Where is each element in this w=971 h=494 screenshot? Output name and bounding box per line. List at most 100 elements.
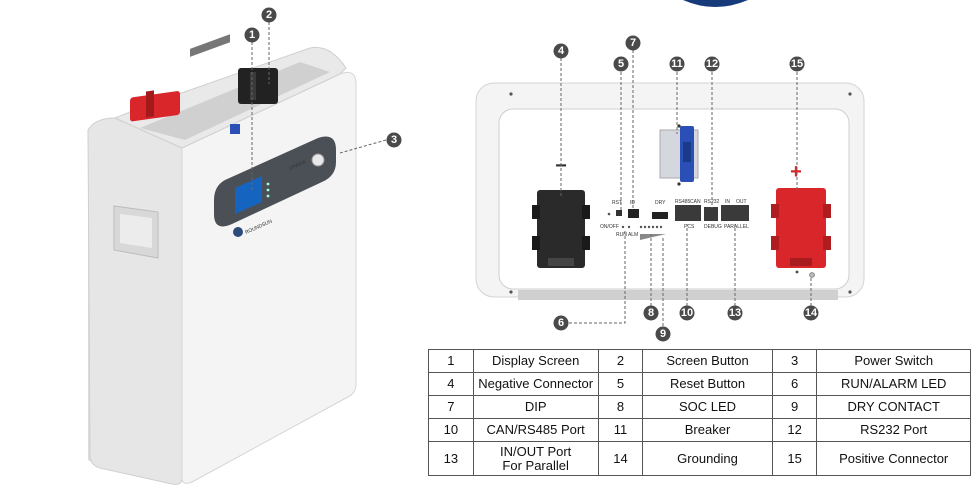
item-number: 12	[771, 418, 818, 442]
battery-side-panel	[87, 117, 183, 485]
grounding-point	[809, 272, 815, 278]
item-number: 11	[597, 418, 644, 442]
svg-text:15: 15	[791, 58, 803, 70]
item-number: 13	[428, 441, 474, 476]
callout-10: 10	[679, 305, 695, 321]
item-label: Grounding	[642, 441, 773, 476]
svg-text:12: 12	[706, 58, 718, 70]
item-label: Display Screen	[472, 349, 599, 373]
callout-12: 12	[704, 56, 720, 72]
component-legend-table: 1 Display Screen 2 Screen Button 3 Power…	[428, 349, 971, 476]
item-number: 2	[597, 349, 644, 373]
power-switch-button[interactable]	[311, 153, 325, 167]
callout-8: 8	[643, 305, 659, 321]
item-number: 10	[428, 418, 474, 442]
table-row: 4 Negative Connector 5 Reset Button 6 RU…	[428, 372, 971, 396]
item-number: 3	[771, 349, 818, 373]
positive-symbol: +	[790, 161, 802, 183]
item-number: 4	[428, 372, 474, 396]
label-rst: RST	[612, 200, 622, 206]
front-panel: − +	[475, 82, 865, 300]
item-label: DIP	[472, 395, 599, 419]
item-label: RS232 Port	[816, 418, 971, 442]
soc-wedge	[640, 234, 666, 240]
label-in: IN	[725, 199, 730, 205]
item-number: 15	[771, 441, 818, 476]
item-label-line1: IN/OUT Port	[500, 443, 572, 459]
callout-4: 4	[553, 43, 569, 59]
callout-5: 5	[613, 56, 629, 72]
display-screen	[235, 176, 262, 214]
svg-text:1: 1	[249, 29, 255, 41]
item-number: 9	[771, 395, 818, 419]
label-pcs: PCS	[684, 224, 695, 230]
callout-14: 14	[803, 305, 819, 321]
callout-3: 3	[386, 132, 402, 148]
item-number: 6	[771, 372, 818, 396]
callout-11: 11	[669, 56, 685, 72]
svg-text:4: 4	[558, 45, 565, 57]
svg-text:7: 7	[630, 37, 636, 49]
callout-7: 7	[625, 35, 641, 51]
item-label: CAN/RS485 Port	[472, 418, 599, 442]
svg-text:9: 9	[660, 328, 666, 340]
table-row: 7 DIP 8 SOC LED 9 DRY CONTACT	[428, 395, 971, 419]
label-onoff: ON/OFF	[600, 224, 619, 230]
svg-text:6: 6	[558, 317, 564, 329]
top-negative-connector	[238, 68, 278, 104]
dip-switch[interactable]	[628, 209, 639, 218]
right-callout-lines	[560, 50, 812, 326]
negative-connector	[532, 190, 590, 268]
can-rs485-port[interactable]	[675, 205, 701, 221]
dry-contact-port[interactable]	[652, 212, 668, 219]
brand-logo	[233, 227, 243, 237]
top-positive-connector	[130, 91, 180, 122]
item-label: DRY CONTACT	[816, 395, 971, 419]
callout-13: 13	[727, 305, 743, 321]
rs232-port[interactable]	[704, 207, 718, 221]
svg-text:5: 5	[618, 58, 624, 70]
item-number: 5	[597, 372, 644, 396]
item-number: 14	[597, 441, 644, 476]
reset-button[interactable]	[616, 210, 622, 216]
item-label: Screen Button	[642, 349, 773, 373]
callout-9: 9	[655, 326, 671, 342]
svg-text:2: 2	[266, 9, 272, 21]
parallel-port[interactable]	[721, 205, 749, 221]
table-row: 10 CAN/RS485 Port 11 Breaker 12 RS232 Po…	[428, 418, 971, 442]
item-number: 8	[597, 395, 644, 419]
item-label: Reset Button	[642, 372, 773, 396]
svg-text:13: 13	[729, 307, 741, 319]
callout-6: 6	[553, 315, 569, 331]
left-callout-lines	[251, 22, 387, 190]
item-label: Positive Connector	[816, 441, 971, 476]
item-label: SOC LED	[642, 395, 773, 419]
label-run-alm: RUN ALM	[616, 232, 638, 238]
callouts: 1 2 3 4 5 6 7 8 9 10 11 12 13 14 15	[244, 7, 819, 342]
svg-text:14: 14	[805, 307, 818, 319]
label-can: CAN	[690, 199, 701, 205]
top-logo-fragment	[683, 0, 748, 7]
breaker[interactable]	[659, 124, 699, 186]
soc-led-row	[639, 225, 663, 229]
item-label-line2: For Parallel	[502, 457, 569, 473]
run-alarm-leds	[621, 225, 631, 229]
item-label: RUN/ALARM LED	[816, 372, 971, 396]
callout-15: 15	[789, 56, 805, 72]
callout-1: 1	[244, 27, 260, 43]
svg-text:10: 10	[681, 307, 693, 319]
label-out: OUT	[736, 199, 747, 205]
label-dry: DRY	[655, 200, 666, 206]
svg-text:3: 3	[391, 134, 397, 146]
callout-2: 2	[261, 7, 277, 23]
label-debug: DEBUG	[704, 224, 722, 230]
item-label: Power Switch	[816, 349, 971, 373]
item-label: Breaker	[642, 418, 773, 442]
item-number: 7	[428, 395, 474, 419]
svg-text:8: 8	[648, 307, 654, 319]
label-rs485: RS485	[675, 199, 691, 205]
table-row: 1 Display Screen 2 Screen Button 3 Power…	[428, 349, 971, 373]
item-label: Negative Connector	[472, 372, 599, 396]
